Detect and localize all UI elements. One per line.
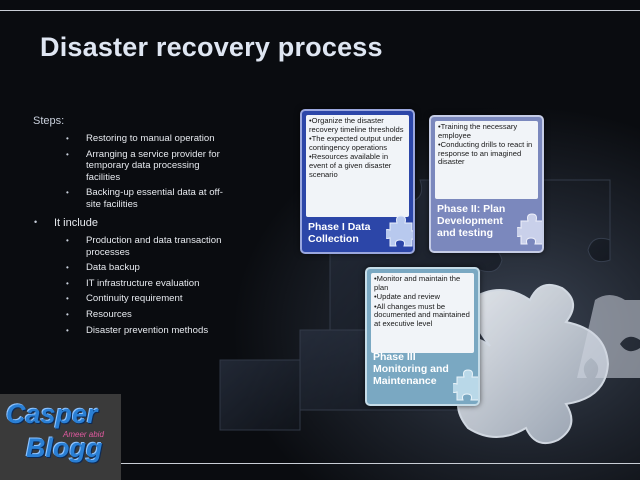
phase-point: •Organize the disaster recovery timeline…	[309, 116, 404, 134]
phase-3-points: •Monitor and maintain the plan •Update a…	[371, 273, 474, 353]
logo-line-2: Blogg	[26, 433, 103, 463]
list-item: IT infrastructure evaluation	[66, 278, 236, 290]
puzzle-piece-icon	[386, 215, 413, 247]
logo-script: Ameer abid	[63, 430, 104, 439]
phase-3-title: Phase III Monitoring and Maintenance	[373, 351, 449, 387]
phase-point: •Resources available in event of a given…	[309, 152, 392, 179]
phase-2-card: •Training the necessary employee •Conduc…	[429, 115, 544, 253]
puzzle-piece-icon	[453, 369, 478, 401]
puzzle-piece-icon	[517, 213, 542, 245]
phase-1-title: Phase I Data Collection	[308, 221, 371, 245]
casper-blogg-logo: Casper Ameer abid Blogg	[0, 394, 121, 480]
white-puzzle-piece-small	[577, 295, 640, 378]
steps-list: Restoring to manual operation Arranging …	[66, 133, 226, 215]
phase-3-card: •Monitor and maintain the plan •Update a…	[365, 267, 480, 406]
logo-line-1: Casper	[6, 399, 98, 429]
top-rule	[0, 10, 640, 11]
list-item: Disaster prevention methods	[66, 325, 236, 337]
slide-title: Disaster recovery process	[40, 32, 383, 62]
list-item: Resources	[66, 309, 236, 321]
it-include-label: It include	[34, 217, 98, 229]
phase-2-points: •Training the necessary employee •Conduc…	[435, 121, 538, 199]
phase-2-title: Phase II: Plan Development and testing	[437, 203, 506, 239]
list-item: Production and data transaction processe…	[66, 235, 236, 258]
phase-1-points: •Organize the disaster recovery timeline…	[306, 115, 409, 217]
steps-label: Steps:	[33, 115, 65, 127]
bottom-rule	[0, 463, 640, 464]
list-item: Backing-up essential data at off-site fa…	[66, 187, 226, 210]
phase-point: •The expected output under contingency o…	[309, 134, 403, 152]
phase-point: •Monitor and maintain the plan	[374, 274, 461, 292]
phase-point: •Training the necessary employee	[438, 122, 518, 140]
list-item: Arranging a service provider for tempora…	[66, 149, 226, 184]
list-item: Restoring to manual operation	[66, 133, 226, 145]
phase-1-card: •Organize the disaster recovery timeline…	[300, 109, 415, 254]
list-item: Data backup	[66, 262, 236, 274]
phase-point: •All changes must be documented and main…	[374, 301, 470, 328]
phase-point: •Update and review	[374, 292, 440, 302]
phase-point: •Conducting drills to react in response …	[438, 140, 533, 167]
it-include-list: Production and data transaction processe…	[66, 235, 236, 340]
list-item: Continuity requirement	[66, 293, 236, 305]
